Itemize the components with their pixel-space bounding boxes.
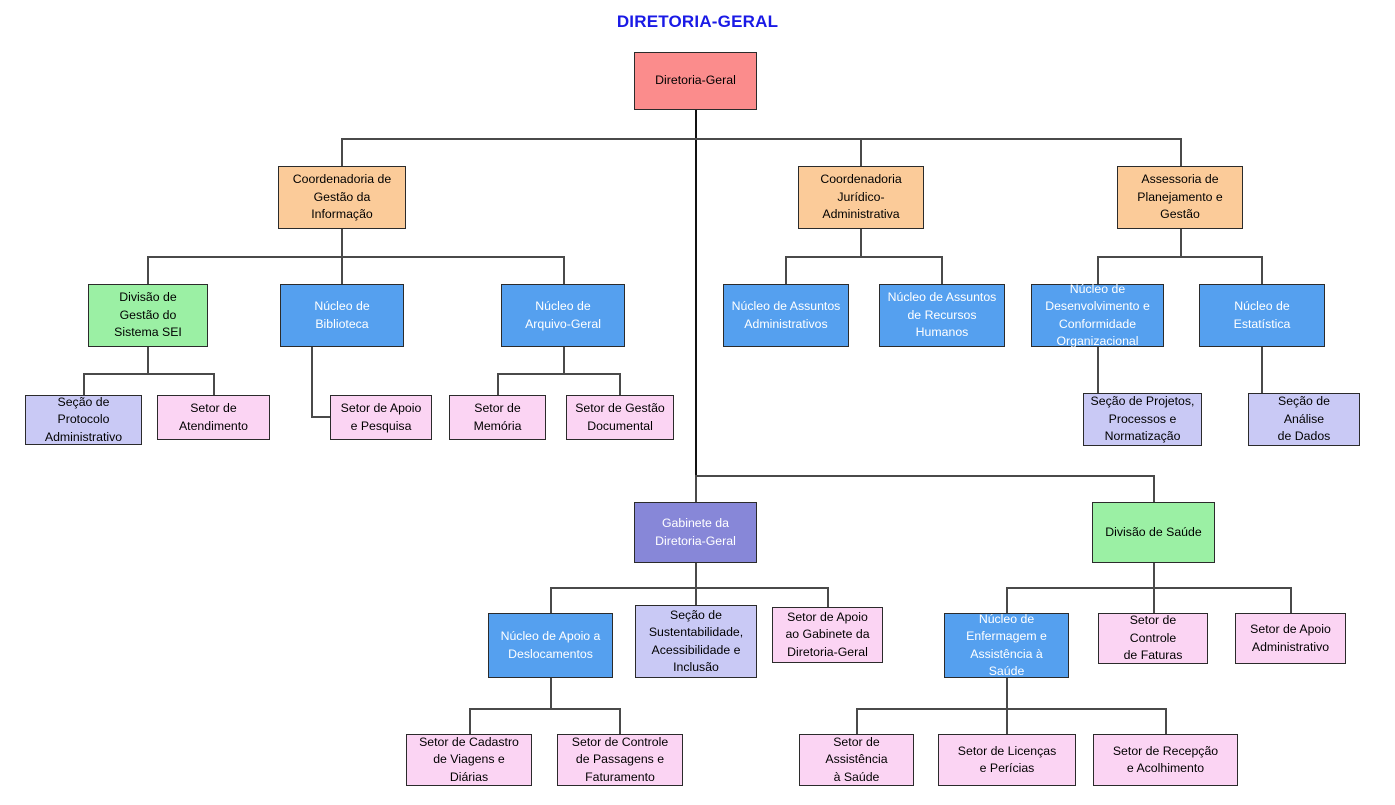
edge-to-assessoria (1180, 138, 1182, 166)
node-nucleo-estatistica[interactable]: Núcleo de Estatística (1199, 284, 1325, 347)
edge-to-setor-apoio-adm (1290, 587, 1292, 613)
edge-to-divisao-sei (147, 256, 149, 284)
edge-divisao-sei-bar (83, 373, 214, 375)
edge-to-setor-licencas (1006, 708, 1008, 734)
edge-to-setor-recepcao (1165, 708, 1167, 734)
node-setor-cadastro-viagens-diarias[interactable]: Setor de Cadastro de Viagens e Diárias (406, 734, 532, 786)
edge-nucleo-arquivo-bar (497, 373, 620, 375)
edge-to-setor-assistencia (856, 708, 858, 734)
edge-nucleo-arquivo-drop (563, 347, 565, 373)
edge-to-divisao-saude (1153, 475, 1155, 502)
edge-to-setor-apoio-gabinete (827, 587, 829, 613)
edge-to-nucleo-biblioteca (341, 256, 343, 284)
edge-divisao-sei-drop (147, 347, 149, 373)
node-setor-recepcao-acolhimento[interactable]: Setor de Recepção e Acolhimento (1093, 734, 1238, 786)
edge-coord-juridico-bar (785, 256, 942, 258)
edge-to-setor-gestao-doc (619, 373, 621, 395)
node-setor-apoio-pesquisa[interactable]: Setor de Apoio e Pesquisa (330, 395, 432, 440)
edge-assessoria-bar (1097, 256, 1262, 258)
edge-gabinete-drop (695, 563, 697, 587)
node-setor-controle-passagens-faturamento[interactable]: Setor de Controle de Passagens e Faturam… (557, 734, 683, 786)
edge-to-nucleo-estatistica (1261, 256, 1263, 284)
edge-to-setor-atendimento (213, 373, 215, 395)
edge-to-nucleo-desenvolvimento (1097, 256, 1099, 284)
edge-coord-gestao-bar (147, 256, 565, 258)
edge-nucleo-biblioteca-drop (311, 347, 313, 417)
node-nucleo-assuntos-administrativos[interactable]: Núcleo de Assuntos Administrativos (723, 284, 849, 347)
edge-to-secao-sustentabilidade (695, 587, 697, 613)
node-setor-gestao-documental[interactable]: Setor de Gestão Documental (566, 395, 674, 440)
node-setor-apoio-administrativo[interactable]: Setor de Apoio Administrativo (1235, 613, 1346, 664)
edge-nucleo-enferm-drop (1006, 678, 1008, 708)
edge-divisao-saude-drop (1153, 563, 1155, 587)
node-nucleo-enfermagem-assistencia-saude[interactable]: Núcleo de Enfermagem e Assistência à Saú… (944, 612, 1069, 678)
edge-to-nucleo-assuntos-rh (941, 256, 943, 284)
edge-to-setor-cadastro-viagens (469, 708, 471, 734)
edge-coord-juridico-drop (860, 229, 862, 256)
node-divisao-gestao-sistema-sei[interactable]: Divisão de Gestão do Sistema SEI (88, 284, 208, 347)
edge-to-nucleo-enfermagem (1006, 587, 1008, 613)
edge-nucleo-desenv-drop (1097, 347, 1099, 419)
edge-level1-bar (341, 138, 1182, 140)
edge-gabinete-bar (550, 587, 828, 589)
node-secao-projetos-processos-normatizacao[interactable]: Seção de Projetos, Processos e Normatiza… (1083, 393, 1202, 446)
node-nucleo-arquivo-geral[interactable]: Núcleo de Arquivo-Geral (501, 284, 625, 347)
node-nucleo-apoio-deslocamentos[interactable]: Núcleo de Apoio a Deslocamentos (488, 613, 613, 678)
node-setor-memoria[interactable]: Setor de Memória (449, 395, 546, 440)
edge-to-coord-gestao (341, 138, 343, 166)
edge-to-nucleo-arquivo (563, 256, 565, 284)
edge-to-nucleo-assuntos-adm (785, 256, 787, 284)
node-setor-apoio-gabinete[interactable]: Setor de Apoio ao Gabinete da Diretoria-… (772, 607, 883, 663)
edge-nucleo-desloc-drop (550, 678, 552, 708)
node-coordenadoria-juridico-administrativa[interactable]: Coordenadoria Jurídico- Administrativa (798, 166, 924, 229)
node-secao-protocolo-administrativo[interactable]: Seção de Protocolo Administrativo (25, 395, 142, 445)
edge-to-secao-protocolo (83, 373, 85, 395)
node-secao-analise-dados[interactable]: Seção de Análise de Dados (1248, 393, 1360, 446)
edge-nucleo-desloc-bar (469, 708, 620, 710)
node-divisao-saude[interactable]: Divisão de Saúde (1092, 502, 1215, 563)
edge-coord-gestao-drop (341, 229, 343, 256)
edge-to-coord-juridico (860, 138, 862, 166)
edge-divisao-saude-bar (1006, 587, 1291, 589)
node-secao-sustentabilidade-acessibilidade-inclusao[interactable]: Seção de Sustentabilidade, Acessibilidad… (635, 605, 757, 678)
edge-assessoria-drop (1180, 229, 1182, 256)
edge-to-gabinete (695, 475, 697, 502)
edge-to-setor-controle-passagens (619, 708, 621, 734)
node-setor-atendimento[interactable]: Setor de Atendimento (157, 395, 270, 440)
node-diretoria-geral[interactable]: Diretoria-Geral (634, 52, 757, 110)
node-setor-licencas-pericias[interactable]: Setor de Licenças e Perícias (938, 734, 1076, 786)
node-nucleo-biblioteca[interactable]: Núcleo de Biblioteca (280, 284, 404, 347)
edge-nucleo-biblioteca-bar (311, 416, 331, 418)
node-gabinete-diretoria-geral[interactable]: Gabinete da Diretoria-Geral (634, 502, 757, 563)
node-coordenadoria-gestao-informacao[interactable]: Coordenadoria de Gestão da Informação (278, 166, 406, 229)
node-nucleo-assuntos-recursos-humanos[interactable]: Núcleo de Assuntos de Recursos Humanos (879, 284, 1005, 347)
edge-level1b-bar (695, 475, 1154, 477)
edge-nucleo-estat-drop (1261, 347, 1263, 419)
node-setor-controle-faturas[interactable]: Setor de Controle de Faturas (1098, 613, 1208, 664)
edge-nucleo-enferm-bar (856, 708, 1166, 710)
node-assessoria-planejamento-gestao[interactable]: Assessoria de Planejamento e Gestão (1117, 166, 1243, 229)
node-nucleo-desenvolvimento-conformidade[interactable]: Núcleo de Desenvolvimento e Conformidade… (1031, 282, 1164, 348)
node-setor-assistencia-saude[interactable]: Setor de Assistência à Saúde (799, 734, 914, 786)
page-title: DIRETORIA-GERAL (616, 12, 779, 31)
edge-to-setor-memoria (497, 373, 499, 395)
edge-root-trunk (695, 110, 697, 476)
edge-to-setor-controle-faturas (1153, 587, 1155, 613)
edge-to-nucleo-deslocamentos (550, 587, 552, 613)
